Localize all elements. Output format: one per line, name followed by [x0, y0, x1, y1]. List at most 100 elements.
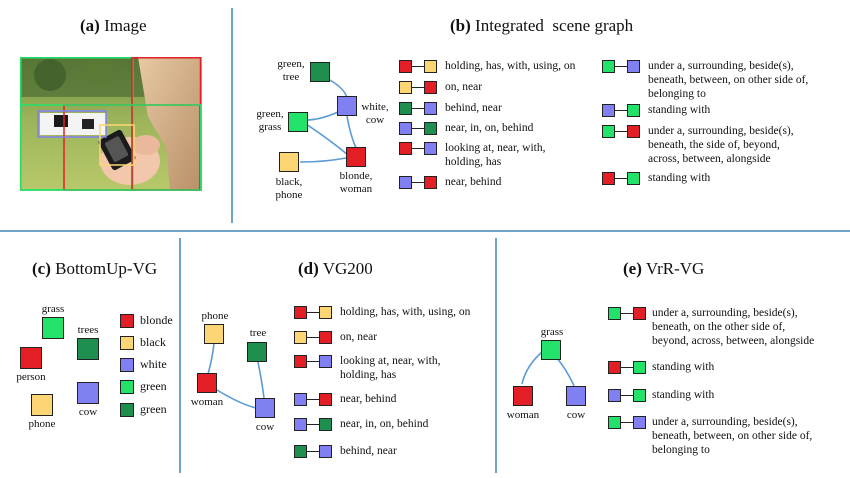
graph-c-label-person: person	[16, 371, 46, 383]
relation-pair-icon	[294, 393, 334, 407]
relation-pair-icon	[608, 389, 648, 403]
graph-b-node-woman	[346, 147, 366, 167]
graph-c-node-grass	[42, 317, 64, 339]
panel-d-name: VG200	[322, 259, 373, 278]
panel-b-tag: (b)	[450, 16, 471, 35]
legend-label-green: green	[140, 379, 167, 393]
legend-swatch-green	[120, 380, 134, 394]
panel-e-tag: (e)	[623, 259, 642, 278]
relation-text: near, behind	[340, 393, 397, 405]
graph-b-node-cow	[337, 96, 357, 116]
graph-b-label-cow: white,cow	[361, 101, 389, 126]
scene-photo	[20, 57, 202, 191]
relation-text: under a, surrounding, beside(s),beneath,…	[648, 125, 794, 165]
graph-b-label-grass: green,grass	[256, 108, 284, 133]
relation-pair-icon	[294, 331, 334, 345]
relation-text: standing with	[652, 389, 715, 401]
legend-swatch-blonde	[120, 314, 134, 328]
graph-e-label-grass: grass	[540, 326, 564, 338]
legend-swatch-green-dark	[120, 403, 134, 417]
relation-text: holding, has, with, using, on	[340, 306, 471, 318]
panel-e-title: (e) VrR-VG	[623, 259, 704, 279]
relation-pair-icon	[399, 81, 439, 95]
panel-a-name: Image	[104, 16, 147, 35]
graph-d-label-phone: phone	[201, 310, 229, 322]
relation-text: standing with	[648, 104, 711, 116]
panel-b-name: Integrated scene graph	[475, 16, 634, 35]
graph-c-node-person	[20, 347, 42, 369]
graph-b-label-tree: green,tree	[277, 58, 305, 83]
divider-vertical-top	[231, 8, 233, 223]
relation-pair-icon	[608, 307, 648, 321]
panel-c-tag: (c)	[32, 259, 51, 278]
graph-d-label-tree: tree	[249, 327, 267, 339]
graph-c-label-phone: phone	[28, 418, 56, 430]
panel-b-title: (b) Integrated scene graph	[450, 16, 633, 36]
panel-c-title: (c) BottomUp-VG	[32, 259, 157, 279]
panel-c-name: BottomUp-VG	[55, 259, 158, 278]
legend-label-green-dark: green	[140, 402, 167, 416]
relation-pair-icon	[602, 104, 642, 118]
panel-d-title: (d) VG200	[298, 259, 373, 279]
graph-e-node-cow	[566, 386, 586, 406]
graph-b-label-woman: blonde,woman	[339, 170, 373, 195]
graph-c-node-trees	[77, 338, 99, 360]
graph-c-node-cow	[77, 382, 99, 404]
relation-pair-icon	[399, 176, 439, 190]
graph-e-label-woman: woman	[506, 409, 540, 421]
graph-d-label-woman: woman	[190, 396, 224, 408]
graph-d-node-woman	[197, 373, 217, 393]
divider-horizontal	[0, 230, 850, 232]
graph-b-node-phone	[279, 152, 299, 172]
relation-pair-icon	[399, 142, 439, 156]
relation-text: holding, has, with, using, on	[445, 60, 576, 72]
graph-e-node-grass	[541, 340, 561, 360]
graph-d-label-cow: cow	[255, 421, 275, 433]
scene-photo-illustration	[20, 57, 202, 191]
relation-text: looking at, near, with,holding, has	[445, 142, 546, 168]
relation-text: on, near	[340, 331, 378, 343]
relation-pair-icon	[602, 172, 642, 186]
divider-vertical-bottom-right	[495, 238, 497, 473]
graph-b-node-tree	[310, 62, 330, 82]
graph-c-label-cow: cow	[78, 406, 98, 418]
graph-c-label-grass: grass	[41, 303, 65, 315]
panel-a-title: (a) Image	[80, 16, 147, 36]
panel-a-tag: (a)	[80, 16, 100, 35]
relation-text: under a, surrounding, beside(s),beneath,…	[652, 416, 813, 456]
legend-label-white: white	[140, 357, 167, 371]
relation-text: under a, surrounding, beside(s),beneath,…	[648, 60, 809, 100]
graph-c-node-phone	[31, 394, 53, 416]
relation-pair-icon	[608, 416, 648, 430]
relation-pair-icon	[294, 355, 334, 369]
relation-text: near, behind	[445, 176, 502, 188]
legend-swatch-white	[120, 358, 134, 372]
legend-swatch-black	[120, 336, 134, 350]
graph-c-label-trees: trees	[77, 324, 99, 336]
relation-text: looking at, near, with,holding, has	[340, 355, 441, 381]
graph-d-node-tree	[247, 342, 267, 362]
relation-text: near, in, on, behind	[445, 122, 534, 134]
relation-pair-icon	[399, 102, 439, 116]
legend-label-blonde: blonde	[140, 313, 173, 327]
relation-pair-icon	[294, 418, 334, 432]
relation-pair-icon	[294, 306, 334, 320]
relation-pair-icon	[399, 60, 439, 74]
graph-e-label-cow: cow	[566, 409, 586, 421]
panel-d-tag: (d)	[298, 259, 319, 278]
relation-text: behind, near	[340, 445, 397, 457]
relation-pair-icon	[294, 445, 334, 459]
panel-e-name: VrR-VG	[645, 259, 705, 278]
relation-text: on, near	[445, 81, 483, 93]
relation-pair-icon	[602, 60, 642, 74]
graph-d-node-cow	[255, 398, 275, 418]
relation-pair-icon	[608, 361, 648, 375]
relation-text: behind, near	[445, 102, 502, 114]
relation-text: standing with	[652, 361, 715, 373]
graph-e-node-woman	[513, 386, 533, 406]
relation-text: near, in, on, behind	[340, 418, 429, 430]
relation-pair-icon	[602, 125, 642, 139]
graph-d-node-phone	[204, 324, 224, 344]
